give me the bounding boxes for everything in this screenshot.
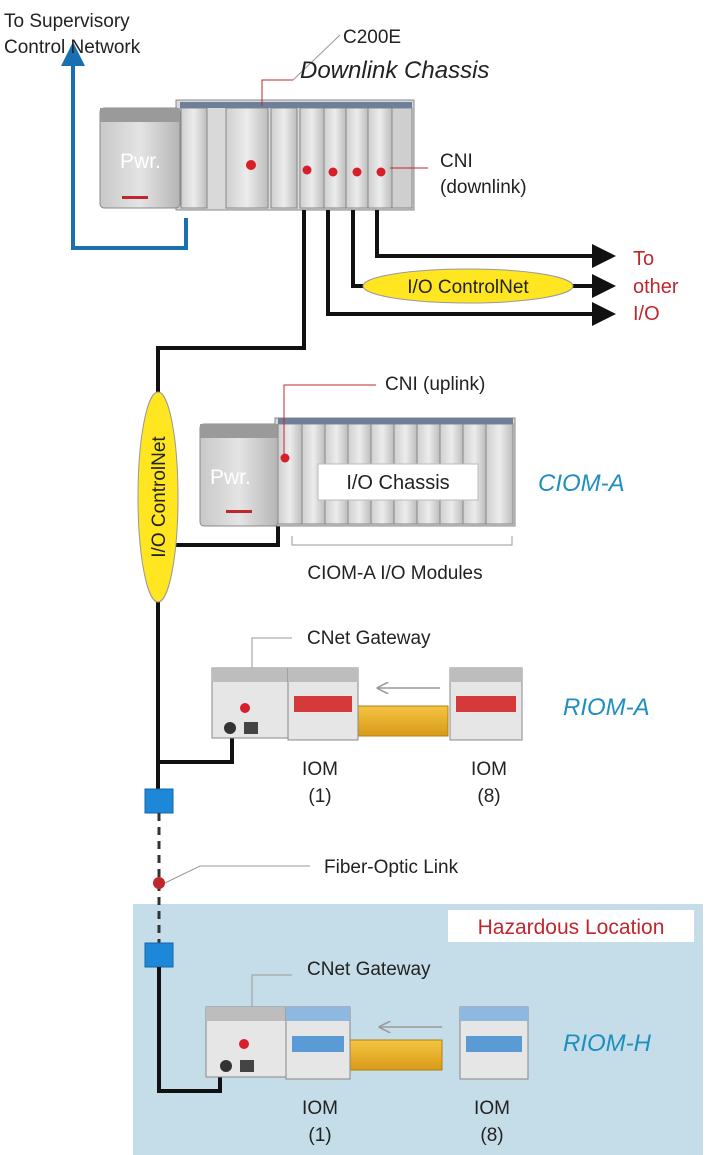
riom-h-port-1 xyxy=(220,1060,232,1072)
fiber-converter-top xyxy=(144,788,174,814)
cni-uplink-label: CNI (uplink) xyxy=(385,374,485,395)
out-line-bottom xyxy=(326,210,616,326)
cni-module-4 xyxy=(367,107,393,209)
riom-h-gateway-top xyxy=(206,1007,288,1021)
downlink-slot-1 xyxy=(180,107,208,209)
io-controlnet-ellipse xyxy=(362,268,574,304)
hazardous-label: Hazardous Location xyxy=(478,916,665,939)
pwr-dark-top xyxy=(100,108,180,122)
ciom-a-title: CIOM-A xyxy=(538,470,625,497)
riom-a-iom-8-top xyxy=(450,668,522,682)
riom-h-title: RIOM-H xyxy=(563,1030,652,1057)
riom-a-iom-8-label-line2: (8) xyxy=(477,786,500,807)
pwr-red-strip xyxy=(122,196,148,199)
downlink-chassis-title: Downlink Chassis xyxy=(300,57,489,84)
io-chassis-label-box xyxy=(317,463,479,501)
ciom-cni-module xyxy=(277,423,303,525)
c200e-leader xyxy=(261,79,293,106)
to-other-io-line1: To xyxy=(633,248,654,270)
riom-h-assembly xyxy=(205,1006,529,1080)
fiber-converter-bottom xyxy=(144,942,174,968)
cni-module-2 xyxy=(323,107,347,209)
downlink-end-cap xyxy=(391,107,413,209)
ciom-pwr-dark-top xyxy=(200,424,278,438)
downlink-slot-3 xyxy=(270,107,298,209)
cni-uplink-leader xyxy=(283,384,376,456)
supervisory-label-line2: Control Network xyxy=(4,37,141,58)
ciom-pwr-red-strip xyxy=(226,510,252,513)
riom-h-iom-8-label-line1: IOM xyxy=(474,1098,510,1119)
to-other-io-line3: I/O xyxy=(633,303,660,325)
ciom-cni-led xyxy=(280,453,290,463)
riom-a-gateway-led xyxy=(240,703,250,713)
gateway-h-leader xyxy=(251,974,292,1007)
riom-h-iom-1-label-line1: IOM xyxy=(302,1098,338,1119)
riom-h-port-2 xyxy=(240,1060,254,1072)
supervisory-label-line1: To Supervisory xyxy=(4,11,130,32)
cni-led-4 xyxy=(376,167,386,177)
cni-downlink-label-line2: (downlink) xyxy=(440,177,527,198)
c200e-leader-2 xyxy=(292,34,341,81)
riom-a-iom-1-terminals xyxy=(294,696,352,712)
c200e-label: C200E xyxy=(343,27,401,48)
riom-a-gateway-top xyxy=(212,668,290,682)
riom-a-iom-1-label-line1: IOM xyxy=(302,759,338,780)
c200e-led xyxy=(246,160,256,170)
hazardous-label-box xyxy=(448,910,694,942)
riom-a-assembly xyxy=(211,667,523,741)
riom-a-iom-8-terminals xyxy=(456,696,516,712)
cni-led-3 xyxy=(352,167,362,177)
supervisory-link-line xyxy=(61,42,188,250)
ciom-modules-label: CIOM-A I/O Modules xyxy=(307,563,482,584)
riom-h-iom-8-terminals xyxy=(466,1036,522,1052)
riom-h-iom-1-top xyxy=(286,1007,350,1021)
downlink-pwr-label: Pwr. xyxy=(120,150,161,173)
riom-h-iom-1-terminals xyxy=(292,1036,344,1052)
cni-led-2 xyxy=(328,167,338,177)
io-controlnet-label: I/O ControlNet xyxy=(407,277,529,298)
riom-h-gateway-led xyxy=(239,1039,249,1049)
downlink-top-rail xyxy=(180,102,412,108)
hazard-trunk-line xyxy=(157,967,222,1093)
riom-h-iom-8-label-line2: (8) xyxy=(480,1125,503,1146)
gateway-a-leader xyxy=(251,637,292,668)
riom-a-port-2 xyxy=(244,722,258,734)
riom-h-iom-1-label-line2: (1) xyxy=(308,1125,331,1146)
to-other-io-line2: other xyxy=(633,276,679,298)
cni-led-1 xyxy=(302,165,312,175)
cnet-gateway-h-label: CNet Gateway xyxy=(307,959,431,980)
riom-h-iom-8-top xyxy=(460,1007,528,1021)
ciom-top-rail xyxy=(278,418,513,424)
ciom-pwr-label: Pwr. xyxy=(210,466,251,489)
cnet-gateway-a-label: CNet Gateway xyxy=(307,628,431,649)
io-chassis-label: I/O Chassis xyxy=(346,472,449,494)
out-line-top xyxy=(375,210,616,268)
fiber-marker-dot xyxy=(153,877,165,889)
c200e-module xyxy=(225,107,269,209)
cni-module-3 xyxy=(345,107,369,209)
downlink-chassis: Pwr. xyxy=(99,99,415,211)
riom-a-iom-1-top xyxy=(288,668,358,682)
io-controlnet-vertical-label: I/O ControlNet xyxy=(149,436,170,558)
riom-h-rail xyxy=(349,1039,443,1071)
ciom-modules-bracket xyxy=(291,536,513,546)
fiber-leader xyxy=(164,865,310,884)
riom-a-rail xyxy=(349,705,449,737)
cni-module-1 xyxy=(299,107,325,209)
riom-a-iom-1-label-line2: (1) xyxy=(308,786,331,807)
riom-a-title: RIOM-A xyxy=(563,694,650,721)
ciom-a-chassis: Pwr. I/O Chassis xyxy=(199,417,516,527)
fiber-optic-label: Fiber-Optic Link xyxy=(324,857,459,878)
ciom-drop-line xyxy=(158,525,280,547)
ciom-module-9 xyxy=(485,423,514,525)
cni-downlink-label-line1: CNI xyxy=(440,151,473,172)
riom-a-iom-8-label-line1: IOM xyxy=(471,759,507,780)
riom-a-port-1 xyxy=(224,722,236,734)
io-controlnet-vertical-ellipse xyxy=(137,391,179,603)
